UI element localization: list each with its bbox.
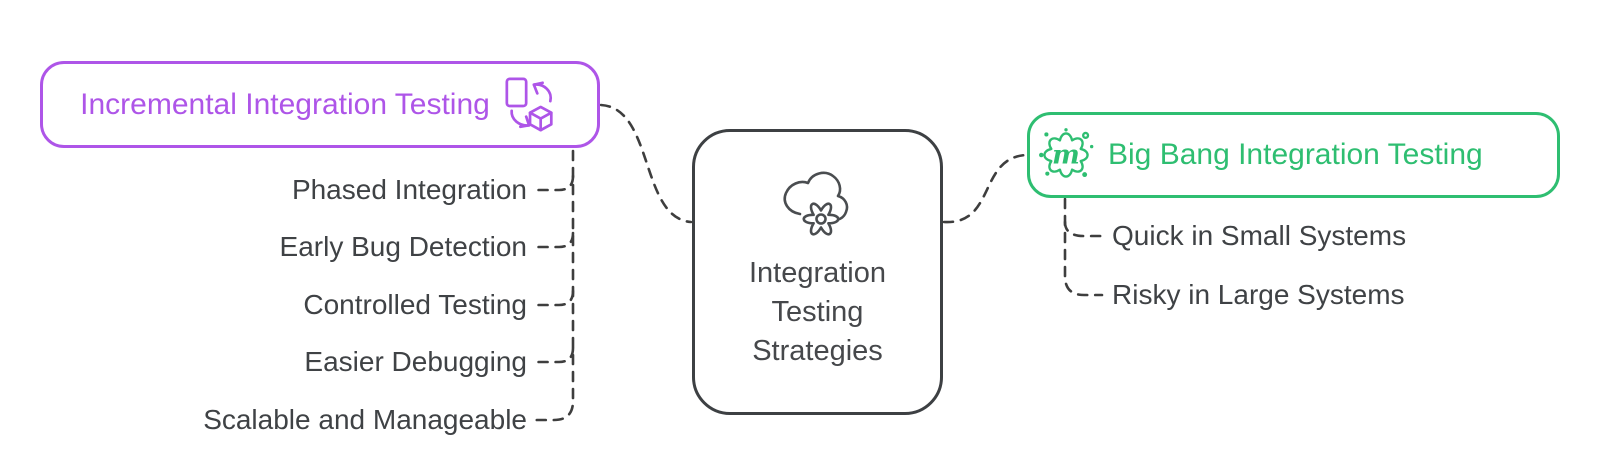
node-integration-testing-strategies[interactable]: Integration Testing Strategies	[692, 129, 943, 415]
left-stub-2	[533, 231, 575, 249]
item-controlled-testing[interactable]: Controlled Testing	[303, 289, 527, 320]
item-risky-in-large-systems[interactable]: Risky in Large Systems	[1112, 279, 1405, 310]
connector-purple-to-center	[599, 103, 693, 224]
cloud-gear-icon	[783, 171, 848, 236]
left-stub-4	[533, 346, 575, 364]
right-stub-1	[1063, 220, 1104, 238]
item-early-bug-detection[interactable]: Early Bug Detection	[279, 231, 527, 262]
node-big-bang-integration-testing[interactable]: m Big Bang Integration Testing	[1027, 112, 1560, 198]
document-cube-sync-icon	[505, 77, 553, 131]
left-trunk	[534, 149, 575, 422]
right-trunk	[1063, 197, 1104, 297]
node-label: Big Bang Integration Testing	[1108, 138, 1483, 171]
left-stub-1	[533, 174, 575, 192]
item-easier-debugging[interactable]: Easier Debugging	[304, 346, 527, 377]
connector-center-to-green	[942, 153, 1028, 224]
microbe-m-icon: m	[1039, 128, 1094, 178]
left-stub-3	[533, 289, 575, 307]
node-incremental-integration-testing[interactable]: Incremental Integration Testing	[40, 61, 600, 148]
item-scalable-and-manageable[interactable]: Scalable and Manageable	[203, 404, 527, 435]
svg-text:m: m	[1052, 139, 1080, 170]
node-label: Incremental Integration Testing	[80, 87, 490, 121]
center-node-label: Integration Testing Strategies	[748, 257, 887, 367]
item-phased-integration[interactable]: Phased Integration	[291, 174, 527, 205]
item-quick-in-small-systems[interactable]: Quick in Small Systems	[1112, 220, 1407, 251]
